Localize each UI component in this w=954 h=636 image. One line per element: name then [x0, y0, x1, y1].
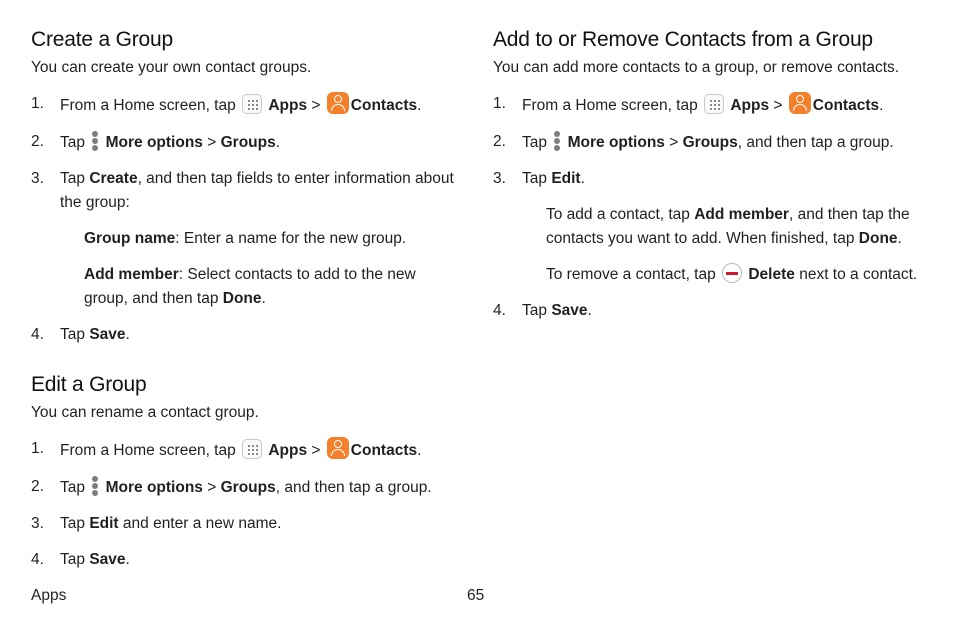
- right-column: Add to or Remove Contacts from a Group Y…: [493, 26, 923, 323]
- delete-note: To remove a contact, tap Delete next to …: [493, 263, 923, 287]
- apps-grid-icon: [704, 94, 725, 114]
- list-item: 4. Tap Save.: [31, 326, 130, 343]
- contacts-icon: [326, 92, 349, 114]
- list-item: 2. Tap More options > Groups.: [31, 130, 463, 155]
- create-group-steps: 1. From a Home screen, tap Apps > Contac…: [31, 92, 463, 215]
- create-group-heading: Create a Group: [31, 28, 173, 51]
- add-remove-steps-cont: 4. Tap Save.: [493, 299, 923, 323]
- create-group-steps-cont: 4. Tap Save.: [31, 323, 463, 347]
- contacts-icon: [326, 437, 349, 459]
- add-remove-heading: Add to or Remove Contacts from a Group: [493, 28, 873, 51]
- list-item: 1. From a Home screen, tap Apps > Contac…: [493, 92, 923, 118]
- list-item: 2. Tap More options > Groups, and then t…: [31, 475, 463, 500]
- apps-grid-icon: [242, 94, 263, 114]
- delete-minus-icon: [722, 263, 743, 283]
- edit-group-steps: 1. From a Home screen, tap Apps > Contac…: [31, 437, 463, 572]
- add-remove-intro: You can add more contacts to a group, or…: [493, 59, 900, 76]
- list-item: 2. Tap More options > Groups, and then t…: [493, 130, 923, 155]
- list-item: 3. Tap Edit.: [493, 170, 585, 187]
- edit-group-intro: You can rename a contact group.: [31, 404, 259, 421]
- contacts-icon: [788, 92, 811, 114]
- list-item: 1. From a Home screen, tap Apps > Contac…: [31, 92, 463, 118]
- list-item: 4. Tap Save.: [493, 302, 592, 319]
- create-group-intro: You can create your own contact groups.: [31, 59, 312, 76]
- add-remove-steps: 1. From a Home screen, tap Apps > Contac…: [493, 92, 923, 191]
- list-item: 4. Tap Save.: [31, 551, 130, 568]
- more-options-icon: [553, 130, 561, 152]
- list-item: 3. Tap Create, and then tap fields to en…: [31, 170, 454, 211]
- add-member-note: To add a contact, tap Add member, and th…: [546, 206, 910, 247]
- apps-grid-icon: [242, 439, 263, 459]
- left-column: Create a Group You can create your own c…: [31, 26, 463, 572]
- more-options-icon: [91, 130, 99, 152]
- footer-section-name: Apps: [31, 587, 67, 604]
- group-name-note: Group name: Enter a name for the new gro…: [84, 230, 407, 247]
- list-item: 1. From a Home screen, tap Apps > Contac…: [31, 437, 463, 463]
- add-member-note: Add member: Select contacts to add to th…: [84, 266, 416, 307]
- edit-group-heading: Edit a Group: [31, 373, 147, 396]
- more-options-icon: [91, 475, 99, 497]
- page-number: 65: [467, 587, 485, 604]
- list-item: 3. Tap Edit and enter a new name.: [31, 515, 282, 532]
